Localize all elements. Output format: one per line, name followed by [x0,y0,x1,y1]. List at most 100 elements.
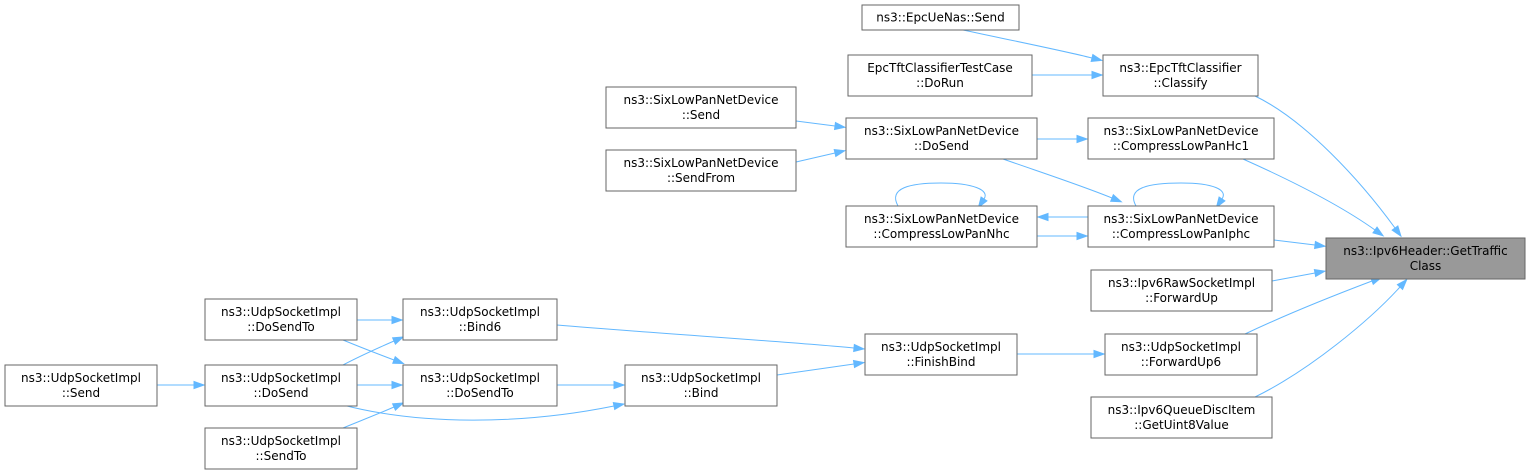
node-label-line: ns3::SixLowPanNetDevice [864,124,1019,138]
node-label-line: ns3::UdpSocketImpl [420,305,540,319]
edge-doSend-to-doSendToM [357,380,404,390]
node-udpSend[interactable]: ns3::UdpSocketImpl::Send [4,364,158,407]
node-box [861,4,1020,31]
node-sixHc1[interactable]: ns3::SixLowPanNetDevice::CompressLowPanH… [1087,117,1275,160]
edge-sixIphc-to-sixIphc [1133,182,1226,209]
edge-line [1242,158,1376,231]
edge-doSend-to-bind6 [342,336,405,366]
edge-sendTo-to-doSendToM [342,402,405,429]
edge-line [1273,239,1316,246]
node-box [845,117,1038,160]
node-label-line: ns3::UdpSocketImpl [1121,340,1241,354]
node-label-line: ns3::UdpSocketImpl [641,371,761,385]
edge-arrowhead [612,401,626,411]
edge-bind6-to-finishBind [556,324,866,353]
edge-arrowhead [1076,231,1089,241]
node-tftClassify[interactable]: ns3::EpcTftClassifier::Classify [1102,54,1259,97]
node-label-line: ns3::SixLowPanNetDevice [623,93,778,107]
edge-line [1254,95,1396,229]
node-label-line: ::CompressLowPanIphc [1112,227,1250,241]
node-box [605,149,797,192]
edge-line [342,406,395,429]
edge-arrowhead [1396,278,1408,291]
node-label-line: ::Classify [1153,76,1207,90]
edge-arrowhead [1093,349,1106,359]
node-label-line: ::GetUint8Value [1134,418,1229,432]
edge-line [962,29,1093,59]
edge-tftTestDoRun-to-tftClassify [1032,70,1104,80]
node-sixSend[interactable]: ns3::SixLowPanNetDevice::Send [605,86,797,129]
node-label-line: ns3::UdpSocketImpl [221,434,341,448]
node-label-line: ::DoSend [914,139,969,153]
node-label-line: ::Send [682,108,720,122]
node-label-line: ns3::Ipv6QueueDiscItem [1108,403,1256,417]
node-box [1104,333,1258,376]
edge-arrowhead [1215,196,1226,209]
edge-arrowhead [1372,226,1385,237]
edge-line [795,120,836,127]
edge-doSendToL-to-bind6 [357,315,404,325]
edge-doSend-to-bind [342,401,626,421]
node-sixSendFrom[interactable]: ns3::SixLowPanNetDevice::SendFrom [605,149,797,192]
node-label-line: EpcTftClassifierTestCase [867,61,1013,75]
node-box [1087,117,1275,160]
node-label-line: ns3::SixLowPanNetDevice [623,156,778,170]
node-sixIphc[interactable]: ns3::SixLowPanNetDevice::CompressLowPanI… [1087,205,1275,248]
node-bind6[interactable]: ns3::UdpSocketImpl::Bind6 [402,298,558,341]
node-label-line: ns3::UdpSocketImpl [221,371,341,385]
node-box [204,364,358,407]
node-box [847,54,1033,97]
edge-arrowhead [833,121,847,131]
edge-sixIphc-to-root [1273,239,1327,250]
node-label-line: ns3::SixLowPanNetDevice [864,212,1019,226]
node-box [605,86,797,129]
edge-rawFwd-to-root [1271,268,1327,282]
node-label-line: ns3::UdpSocketImpl [881,340,1001,354]
node-udpFwd6[interactable]: ns3::UdpSocketImpl::ForwardUp6 [1104,333,1258,376]
node-box [402,364,558,407]
edge-arrowhead [833,149,847,158]
node-box [1090,396,1273,439]
edge-line [342,340,395,366]
edge-epcUeNasSend-to-tftClassify [962,29,1104,62]
edge-sixSend-to-sixDoSend [795,120,847,131]
edge-line [556,324,855,349]
node-finishBind[interactable]: ns3::UdpSocketImpl::FinishBind [864,333,1018,376]
node-box [864,333,1018,376]
edge-line [342,404,615,421]
node-doSend[interactable]: ns3::UdpSocketImpl::DoSend [204,364,358,407]
node-epcUeNasSend[interactable]: ns3::EpcUeNas::Send [861,4,1020,31]
edge-line [895,182,986,207]
edge-arrowhead [1090,53,1104,62]
edge-arrowhead [391,402,405,412]
node-bind[interactable]: ns3::UdpSocketImpl::Bind [624,364,778,407]
edge-arrowhead [1036,212,1049,222]
node-tftTestDoRun[interactable]: EpcTftClassifierTestCase::DoRun [847,54,1033,97]
node-sixDoSend[interactable]: ns3::SixLowPanNetDevice::DoSend [845,117,1038,160]
edge-line [1002,158,1113,199]
node-rawFwd[interactable]: ns3::Ipv6RawSocketImpl::ForwardUp [1090,269,1273,312]
edge-arrowhead [1091,70,1104,80]
node-sixNhc[interactable]: ns3::SixLowPanNetDevice::CompressLowPanN… [845,205,1038,248]
edge-sixIphc-to-sixNhc [1036,212,1088,222]
node-label-line: ::CompressLowPanHc1 [1113,139,1249,153]
node-doSendToM[interactable]: ns3::UdpSocketImpl::DoSendTo [402,364,558,407]
edge-arrowhead [391,380,404,390]
edge-arrowhead [1076,134,1089,144]
edge-arrowhead [1313,268,1327,278]
node-label-line: ns3::UdpSocketImpl [221,305,341,319]
node-label-line: ns3::Ipv6Header::GetTraffic [1343,244,1507,258]
edge-sixDoSend-to-sixIphc [1002,158,1123,203]
node-box [845,205,1038,248]
node-label-line: Class [1410,259,1442,273]
node-sendTo[interactable]: ns3::UdpSocketImpl::SendTo [204,427,358,470]
edge-sixNhc-to-sixIphc [1037,231,1089,241]
node-doSendToL[interactable]: ns3::UdpSocketImpl::DoSendTo [204,298,358,341]
node-label-line: ::Bind [684,386,719,400]
node-box [1087,205,1275,248]
node-qdiscUint8[interactable]: ns3::Ipv6QueueDiscItem::GetUint8Value [1090,396,1273,439]
node-box [1102,54,1259,97]
edge-arrowhead [853,343,866,353]
